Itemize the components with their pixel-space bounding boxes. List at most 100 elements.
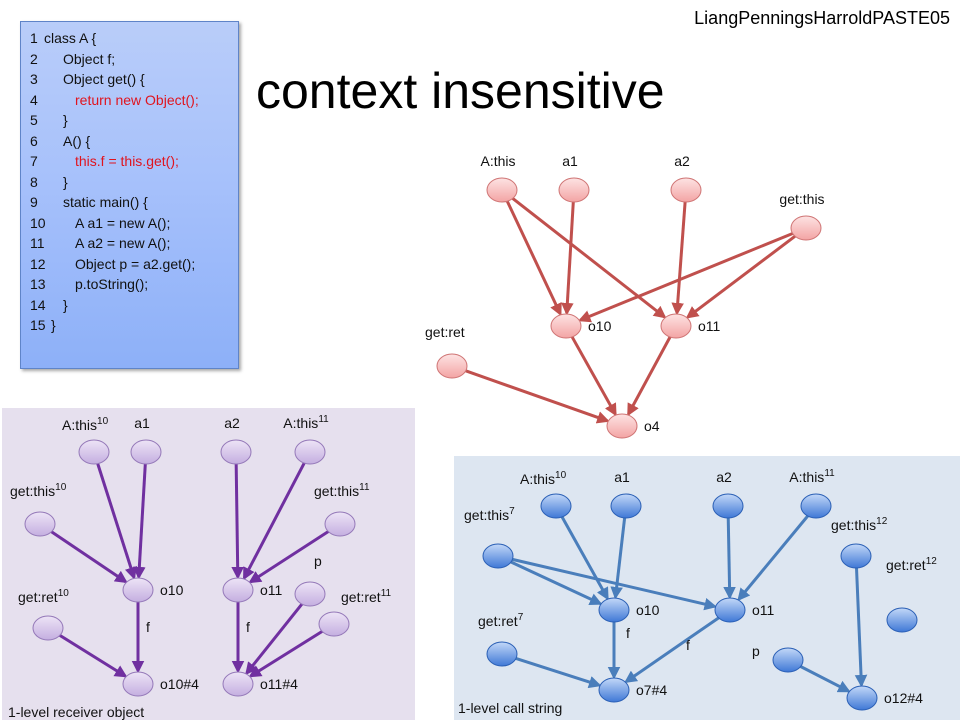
call-string-caption: 1-level call string [458, 700, 563, 716]
code-line-text: } [51, 317, 56, 333]
code-line-text: A() { [63, 132, 91, 149]
graph-node [598, 597, 630, 623]
code-line-number: 1 [30, 30, 38, 46]
node-label: get:this12 [831, 516, 888, 533]
code-line-number: 7 [30, 153, 38, 169]
edge-label: f [686, 637, 690, 653]
edge-arrow [231, 463, 244, 580]
citation-label: LiangPenningsHarroldPASTE05 [694, 8, 950, 28]
code-line-text: A a1 = new A(); [75, 214, 171, 231]
node-label: o11 [260, 582, 283, 598]
node-label: get:ret12 [886, 556, 937, 573]
code-line: 10 A a1 = new A(); [30, 213, 238, 234]
graph-node [550, 313, 582, 339]
graph-node [772, 647, 804, 673]
graph-node [78, 439, 110, 465]
node-label: get:ret [425, 324, 465, 340]
code-line-number: 8 [30, 173, 38, 190]
edge-label: f [246, 619, 250, 635]
node-label: o4 [644, 418, 660, 434]
graph-node [324, 511, 356, 537]
code-line-number: 10 [30, 214, 46, 231]
edge-arrow [510, 560, 603, 606]
code-line-text: this.f = this.get(); [75, 153, 179, 169]
node-label: o7#4 [636, 682, 667, 698]
graph-node [840, 543, 872, 569]
code-line: 15} [30, 315, 238, 336]
node-label: o10 [160, 582, 184, 598]
graph-node [32, 615, 64, 641]
code-line-number: 6 [30, 132, 38, 149]
graph-node [294, 581, 326, 607]
graph-node [800, 493, 832, 519]
node-label: get:ret10 [18, 588, 69, 605]
node-label: A:this11 [789, 468, 835, 485]
graph-node [712, 493, 744, 519]
edge-arrow [627, 336, 672, 417]
node-label: a1 [134, 415, 150, 431]
node-label: o10 [636, 602, 660, 618]
edge-arrow [577, 232, 794, 323]
node-label: o11 [698, 318, 721, 334]
code-line-text: } [63, 173, 68, 190]
code-line-text: class A { [44, 30, 97, 46]
node-label: get:this11 [314, 482, 370, 499]
code-line-text: Object f; [63, 50, 116, 67]
edge-arrow [515, 657, 602, 689]
node-label: p [314, 553, 322, 569]
graph-node [24, 511, 56, 537]
node-label: a2 [674, 153, 690, 169]
graph-node [714, 597, 746, 623]
edge-arrow [512, 557, 718, 611]
edge-arrow [624, 616, 720, 684]
node-label: get:ret11 [341, 588, 392, 605]
graph-node [846, 685, 878, 711]
graph-node [606, 413, 638, 439]
code-line-text: } [63, 112, 68, 128]
edge-arrow [248, 630, 323, 678]
code-line-text: p.toString(); [75, 276, 149, 292]
graph-node [482, 543, 514, 569]
code-line-number: 13 [30, 276, 46, 292]
edge-arrow [671, 201, 687, 316]
code-line-number: 3 [30, 71, 38, 87]
graph-node [558, 177, 590, 203]
node-label: a2 [716, 469, 732, 485]
node-label: a1 [614, 469, 630, 485]
code-line-text: static main() { [63, 194, 148, 210]
edge-arrow [248, 530, 330, 584]
code-line: 14} [30, 295, 238, 316]
edge-label: f [146, 619, 150, 635]
graph-node [222, 671, 254, 697]
code-line-number: 11 [30, 235, 45, 251]
graph-node [486, 641, 518, 667]
graph-node [130, 439, 162, 465]
graph-node [790, 215, 822, 241]
graph-node [610, 493, 642, 519]
node-label: A:this10 [62, 416, 109, 433]
node-label: p [752, 643, 760, 659]
edge-arrow [96, 463, 137, 580]
edge-arrow [59, 634, 128, 678]
node-label: A:this [480, 153, 515, 169]
edge-arrow [50, 530, 128, 584]
receiver-object-caption: 1-level receiver object [8, 704, 145, 720]
code-line-number: 15 [30, 317, 46, 333]
graph-node [486, 177, 518, 203]
node-label: get:this7 [464, 506, 515, 523]
node-label: a1 [562, 153, 578, 169]
edge-arrow [560, 516, 609, 601]
graph-node [222, 577, 254, 603]
node-label: o11#4 [260, 676, 298, 692]
code-line-number: 5 [30, 112, 38, 128]
graph-node [122, 671, 154, 697]
code-line-text: } [63, 296, 68, 313]
edge-arrow [854, 567, 868, 688]
